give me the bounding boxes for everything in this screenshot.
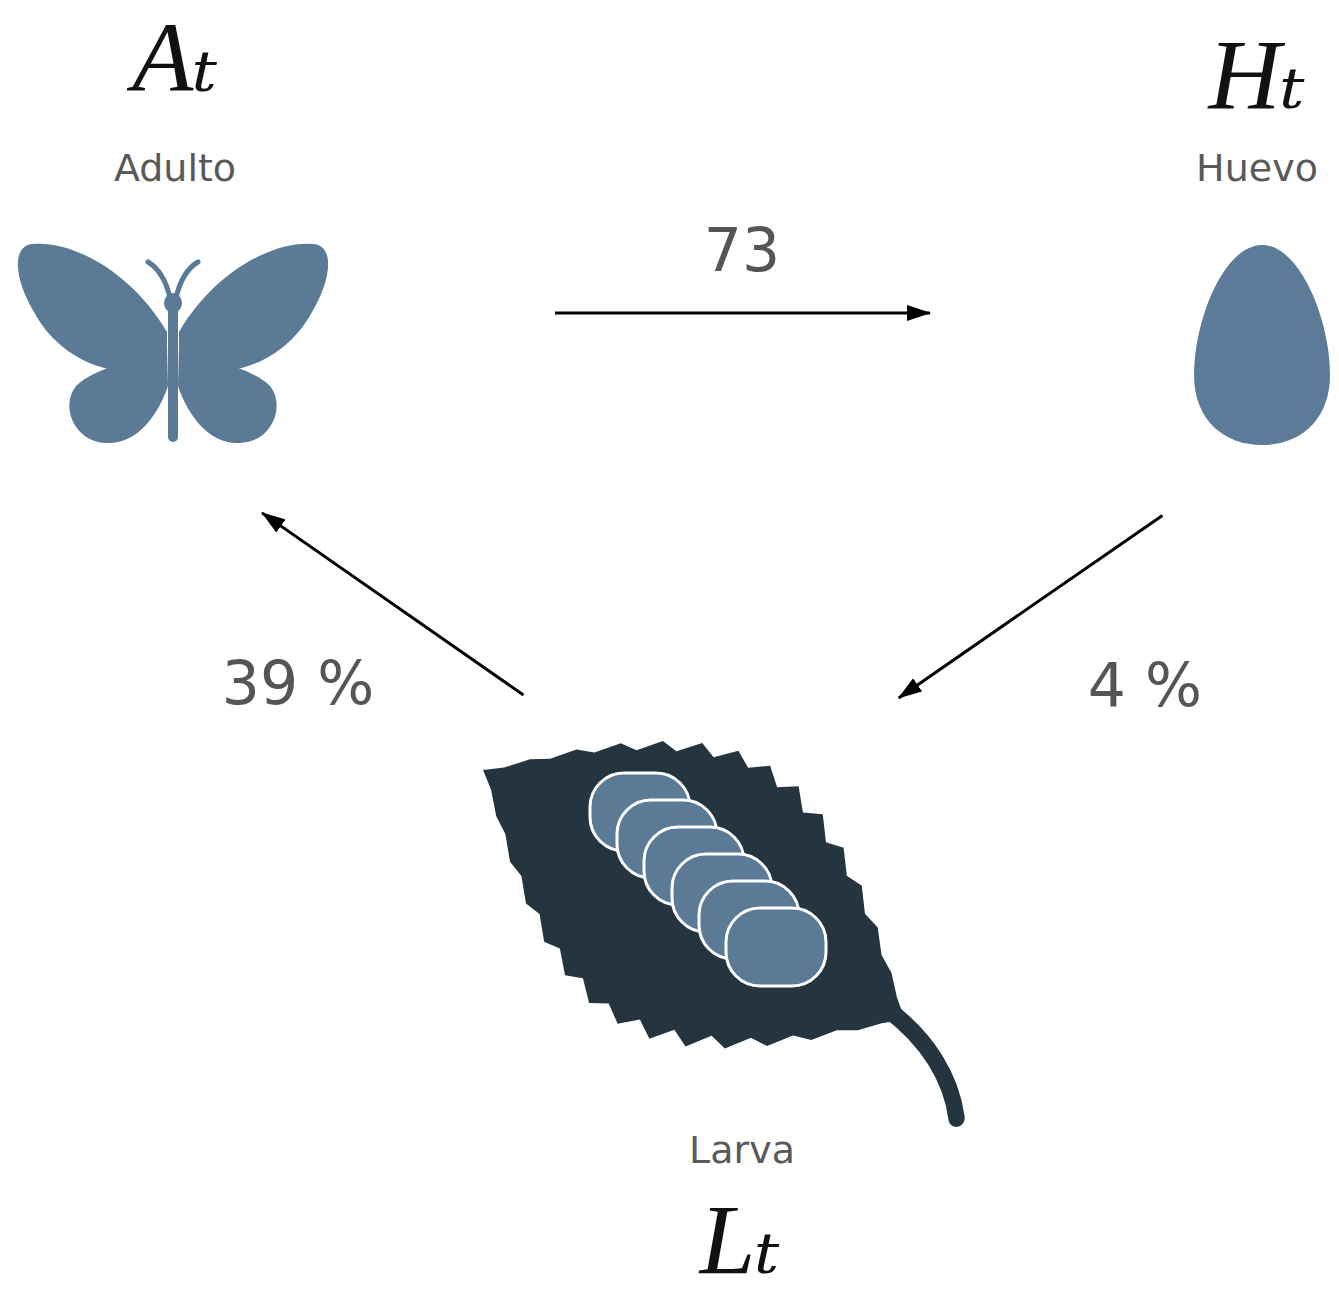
- butterfly-body: [168, 300, 178, 442]
- lower-wing: [178, 346, 277, 443]
- lower-wing: [69, 346, 168, 443]
- antenna: [148, 262, 170, 298]
- butterfly-icon: [18, 244, 328, 443]
- stage-name: Huevo: [1196, 149, 1318, 187]
- transition-rate: 73: [700, 217, 784, 283]
- egg-icon: [1194, 245, 1330, 445]
- caterpillar-segment: [726, 908, 826, 986]
- state-symbol: Aₜ: [132, 8, 218, 108]
- leaf-stem: [858, 1009, 987, 1118]
- caterpillar-icon: [590, 773, 826, 986]
- butterfly-left-half: [18, 244, 170, 443]
- stage-node: HₜHuevo: [1180, 5, 1334, 450]
- upper-wing: [18, 244, 167, 372]
- butterfly-right-half: [176, 244, 328, 443]
- transition-arrow: [555, 311, 930, 314]
- upper-wing: [179, 244, 328, 372]
- leaf-icon: [407, 641, 1063, 1197]
- leaf-blade: [407, 641, 981, 1148]
- antenna: [176, 262, 198, 298]
- transition-rate: 39 %: [218, 650, 378, 716]
- stage-node: AₜAdulto: [15, 5, 335, 450]
- state-symbol: Lₜ: [700, 1190, 780, 1290]
- stage-name: Larva: [689, 1131, 795, 1169]
- stage-name: Adulto: [114, 149, 236, 187]
- transition-rate: 4 %: [1084, 652, 1206, 718]
- state-symbol: Hₜ: [1209, 25, 1306, 125]
- butterfly-head: [164, 293, 182, 313]
- stage-node: LarvaLₜ: [470, 715, 990, 1295]
